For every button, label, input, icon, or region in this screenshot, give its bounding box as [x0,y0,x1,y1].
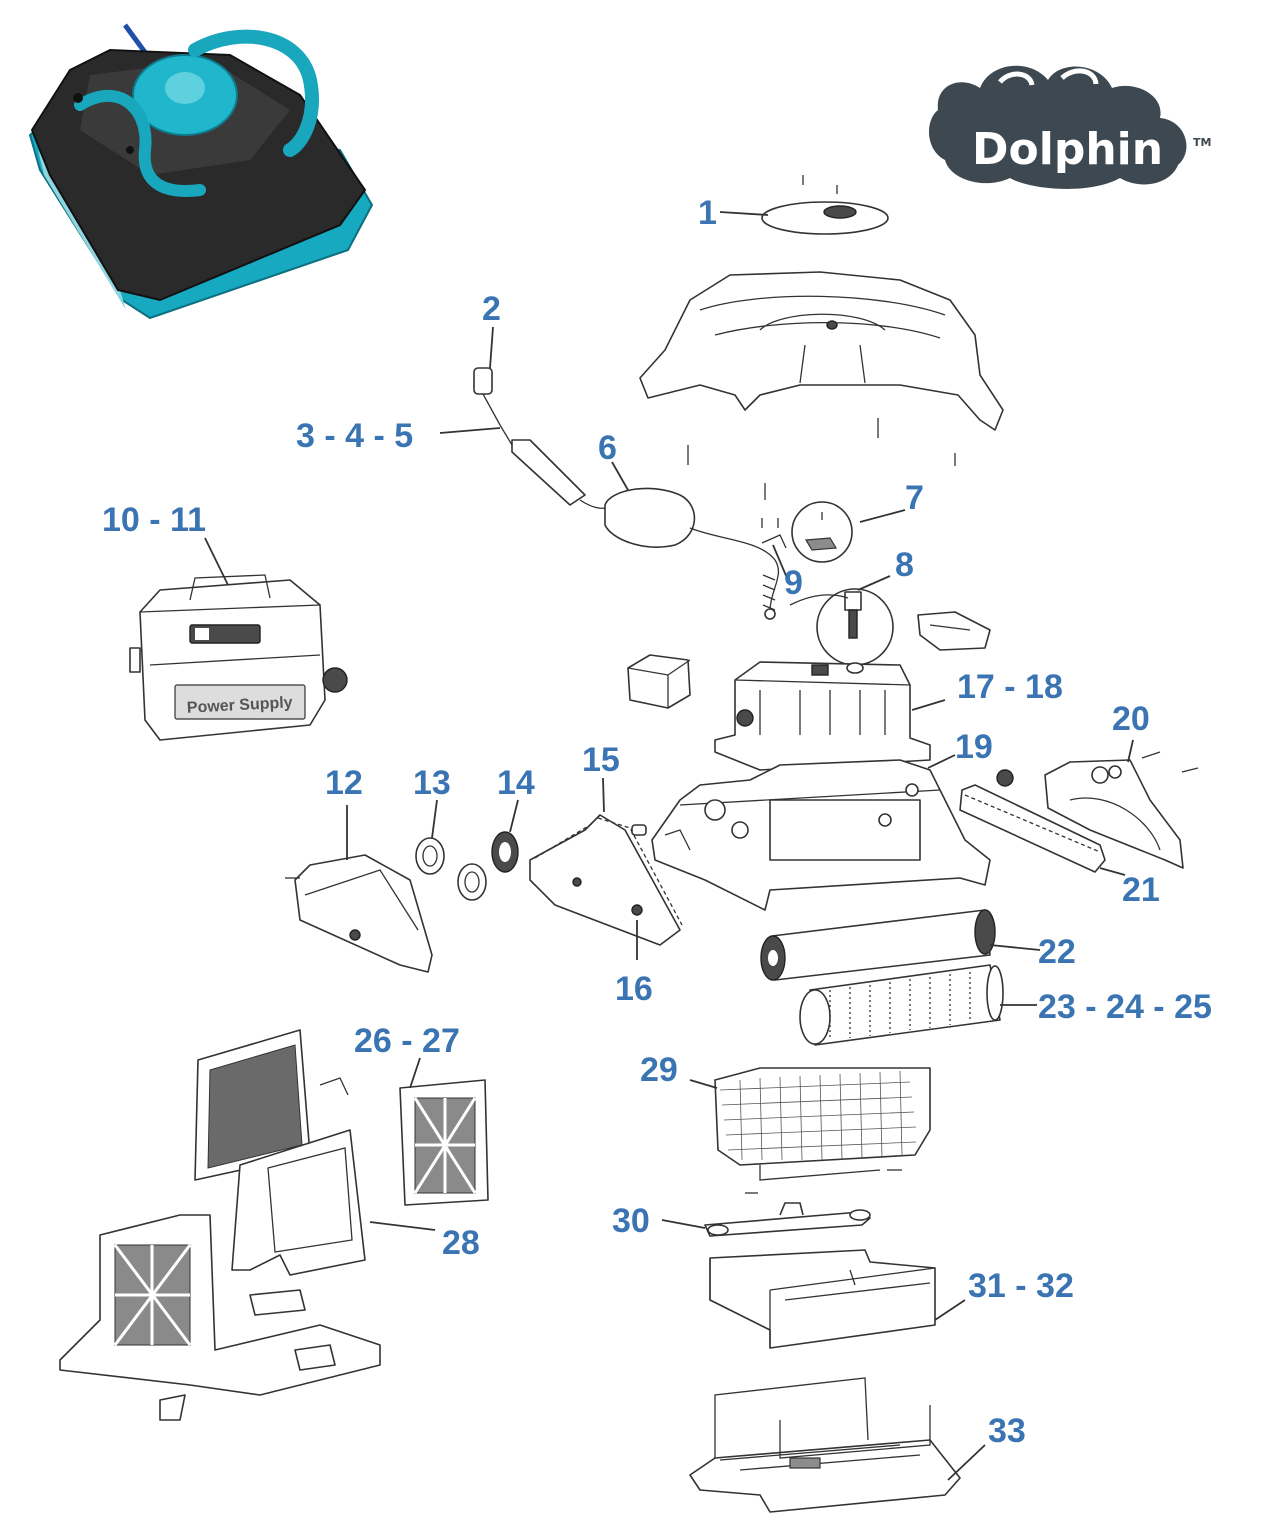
callout-16: 16 [615,970,653,1008]
callout-8: 8 [895,546,914,584]
part-detail-7 [761,483,853,563]
callout-28: 28 [442,1224,480,1262]
part-bottom-lid [689,1377,961,1513]
part-side-panel-right [1044,751,1199,869]
callout-22: 22 [1038,933,1076,971]
part-brush [799,964,1004,1046]
callout-29: 29 [640,1051,678,1089]
power-supply-label: Power Supply [186,694,293,717]
part-side-panel-left [285,854,433,973]
callout-2: 2 [482,290,501,328]
part-drive-track [529,814,683,946]
callout-21: 21 [1122,871,1160,909]
callouts: 1 2 3 - 4 - 5 6 7 8 9 10 - 11 12 13 14 1… [102,194,1212,1450]
part-swivel-cable [473,367,616,509]
part-chassis [651,759,991,911]
part-filter-panel [399,1079,489,1206]
brand-name: Dolphin [972,124,1163,175]
callout-13: 13 [413,764,451,802]
dolphin-logo: Dolphin TM [928,65,1211,189]
callout-31-32: 31 - 32 [968,1267,1074,1305]
part-roller [760,909,996,981]
callout-26-27: 26 - 27 [354,1022,460,1060]
callout-7: 7 [905,479,924,517]
leader-lines [204,211,1134,1481]
robot-cleaner-image [28,23,374,320]
callout-33: 33 [988,1412,1026,1450]
part-top-cover [639,271,1004,466]
callout-17-18: 17 - 18 [957,668,1063,706]
callout-20: 20 [1112,700,1150,738]
trademark: TM [1193,136,1211,149]
part-filter-latch [704,1202,871,1237]
part-top-cap [761,175,889,235]
part-power-supply: Power Supply [129,574,348,741]
part-filter-frame [709,1249,936,1349]
callout-1: 1 [698,194,717,232]
part-cable-float [604,487,780,620]
callout-23-24-25: 23 - 24 - 25 [1038,988,1212,1026]
part-filter-basket [714,1067,931,1194]
callout-19: 19 [955,728,993,766]
part-motor-unit [714,661,931,771]
callout-9: 9 [784,564,803,602]
part-small-block [627,654,691,709]
part-filter-assembly [59,1029,381,1421]
part-bracket [917,611,991,651]
part-bearing [415,837,487,901]
callout-15: 15 [582,741,620,779]
part-side-track-right [959,769,1106,873]
part-drive-pulley [491,831,519,873]
callout-3-4-5: 3 - 4 - 5 [296,417,413,455]
callout-30: 30 [612,1202,650,1240]
callout-6: 6 [598,429,617,467]
part-detail-8 [789,588,894,666]
callout-10-11: 10 - 11 [102,501,206,539]
callout-14: 14 [497,764,535,802]
callout-12: 12 [325,764,363,802]
